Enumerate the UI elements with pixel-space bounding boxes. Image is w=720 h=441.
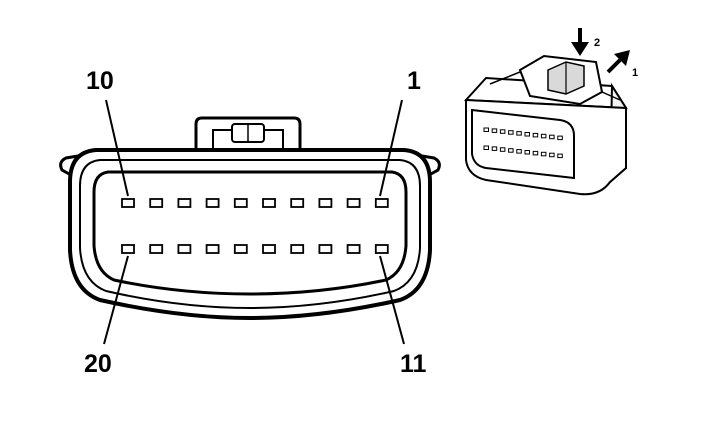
arrow-pull-out-icon <box>606 50 630 74</box>
iso-pin-hole-14 <box>532 150 539 156</box>
pin-hole-6 <box>233 198 248 208</box>
pin-hole-9 <box>149 198 164 208</box>
iso-pin-hole-1 <box>557 135 563 141</box>
iso-pin-hole-11 <box>557 153 563 159</box>
pin-hole-10 <box>121 198 135 208</box>
leader-line-1 <box>379 99 403 197</box>
pin-hole-19 <box>149 244 164 254</box>
iso-pin-hole-13 <box>540 151 547 157</box>
iso-front-recess <box>471 108 575 180</box>
pin-hole-16 <box>233 244 248 254</box>
pin-hole-13 <box>318 244 333 254</box>
iso-pin-hole-5 <box>524 132 530 137</box>
pin-cavity <box>92 170 408 296</box>
pin-hole-5 <box>262 198 276 208</box>
pin-hole-12 <box>346 244 361 254</box>
pin-hole-17 <box>205 244 220 254</box>
label-pin-1: 1 <box>407 67 421 95</box>
leader-line-11 <box>379 255 405 345</box>
iso-pin-hole-12 <box>549 152 555 158</box>
pin-hole-20 <box>121 244 135 254</box>
iso-pin-hole-17 <box>508 148 514 153</box>
pin-hole-8 <box>177 198 192 208</box>
iso-pin-hole-16 <box>516 149 522 154</box>
iso-pin-hole-2 <box>549 134 555 140</box>
label-pin-10: 10 <box>86 67 114 95</box>
pin-hole-15 <box>262 244 276 254</box>
iso-pin-hole-18 <box>499 147 506 152</box>
pin-hole-11 <box>374 244 389 254</box>
label-pin-11: 11 <box>400 350 427 378</box>
iso-pin-grid <box>483 127 563 159</box>
iso-pin-hole-10 <box>483 127 489 132</box>
leader-line-10 <box>105 99 129 197</box>
connector-front-view: 10 1 20 11 <box>59 67 441 378</box>
iso-pin-hole-8 <box>499 129 506 134</box>
iso-pin-hole-9 <box>491 128 498 133</box>
pin-hole-7 <box>205 198 220 208</box>
arrow-label-step-1: 1 <box>632 67 638 79</box>
connector-3d-view: 2 1 <box>463 28 638 196</box>
iso-pin-hole-20 <box>483 145 489 150</box>
shell-contour <box>79 159 421 310</box>
iso-pin-hole-3 <box>540 133 547 139</box>
pin-hole-4 <box>290 198 305 208</box>
iso-pin-hole-19 <box>491 146 498 151</box>
leader-line-20 <box>103 255 129 345</box>
iso-pin-hole-15 <box>524 150 530 155</box>
arrow-push-down-icon <box>571 28 589 56</box>
pin-row-top <box>121 198 389 208</box>
iso-pin-hole-7 <box>508 130 514 135</box>
pin-hole-14 <box>290 244 305 254</box>
pin-row-bottom <box>121 244 389 254</box>
pin-hole-18 <box>177 244 192 254</box>
iso-pin-hole-6 <box>516 131 522 136</box>
iso-pin-hole-4 <box>532 132 539 138</box>
iso-rail-right <box>601 91 621 101</box>
label-pin-20: 20 <box>84 350 112 378</box>
iso-rail-top <box>489 71 521 85</box>
pin-hole-2 <box>346 198 361 208</box>
pin-hole-3 <box>318 198 333 208</box>
arrow-label-step-2: 2 <box>594 37 600 49</box>
pin-hole-1 <box>374 198 389 208</box>
